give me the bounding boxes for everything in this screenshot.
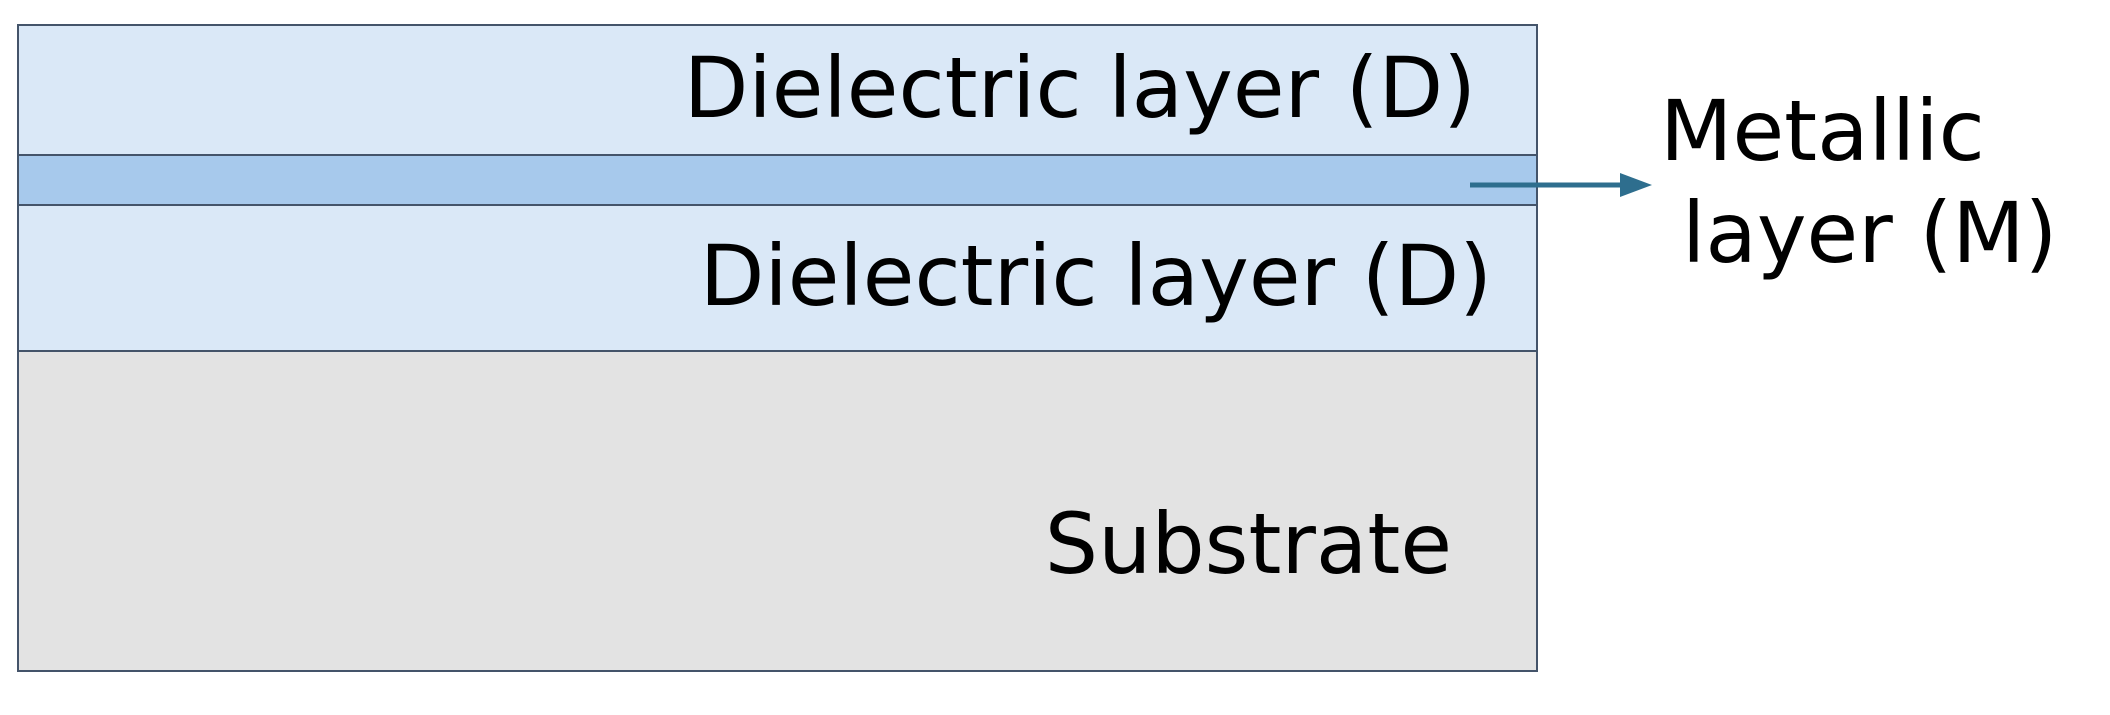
dielectric-layer-top: Dielectric layer (D) [17,24,1538,156]
metallic-layer-label-line2: layer (M) [1682,184,2058,283]
layer-stack-diagram: Dielectric layer (D) Dielectric layer (D… [17,24,1541,672]
metallic-layer-arrow-icon [1470,173,1652,197]
metallic-layer [17,154,1538,206]
dielectric-layer-bottom-label: Dielectric layer (D) [699,227,1492,325]
metallic-layer-label: Metallic layer (M) [1660,80,2100,285]
metallic-layer-label-line1: Metallic [1660,82,1985,180]
dielectric-layer-bottom: Dielectric layer (D) [17,204,1538,352]
dielectric-layer-top-label: Dielectric layer (D) [683,39,1476,137]
substrate-layer: Substrate [17,350,1538,672]
substrate-label: Substrate [1044,495,1452,593]
